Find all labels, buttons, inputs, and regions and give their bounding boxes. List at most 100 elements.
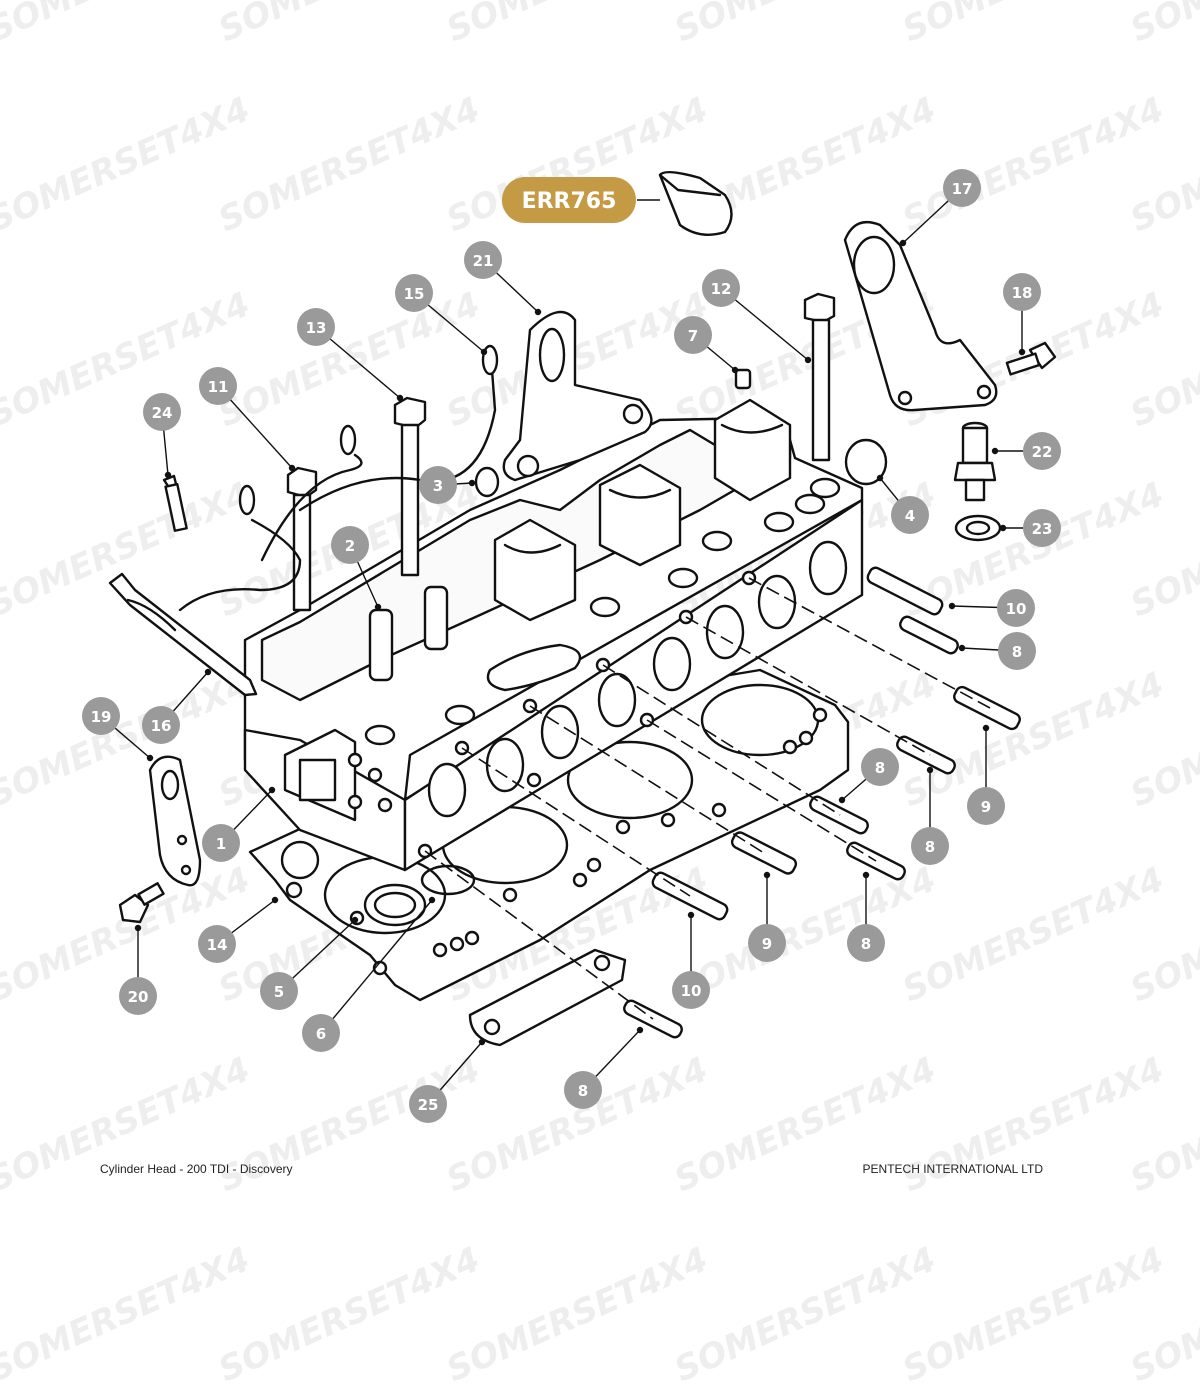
callout-23[interactable]: 23 <box>1023 509 1061 547</box>
callout-14[interactable]: 14 <box>198 925 236 963</box>
watermark-text: SOMERSET4X4 <box>897 664 1170 815</box>
leader-dot <box>991 447 999 455</box>
callout-8[interactable]: 8 <box>564 1071 602 1109</box>
callout-7[interactable]: 7 <box>674 316 712 354</box>
glow-plug-16 <box>108 572 258 697</box>
callout-11[interactable]: 11 <box>199 367 237 405</box>
callout-circle <box>702 269 740 307</box>
callout-13[interactable]: 13 <box>297 308 335 346</box>
callout-number: 12 <box>711 280 732 298</box>
callout-1[interactable]: 1 <box>202 824 240 862</box>
leader-dot <box>687 911 695 919</box>
watermark-text: SOMERSET4X4 <box>669 1049 942 1200</box>
callout-number: 13 <box>306 319 327 337</box>
callout-number: 8 <box>861 935 871 953</box>
callout-9[interactable]: 9 <box>967 787 1005 825</box>
terminal <box>238 484 256 516</box>
callout-circle <box>1003 273 1041 311</box>
watermark-text: SOMERSET4X4 <box>0 284 256 435</box>
valve-guide <box>423 585 449 651</box>
callout-circle <box>82 697 120 735</box>
callout-number: 8 <box>1012 643 1022 661</box>
callout-circle <box>409 1085 447 1123</box>
leader-dot <box>204 668 212 676</box>
bolt-18 <box>1005 341 1057 376</box>
watermark-text: SOMERSET4X4 <box>897 1049 1170 1200</box>
leader-dot <box>862 871 870 879</box>
callout-5[interactable]: 5 <box>260 972 298 1010</box>
watermark-text: SOMERSET4X4 <box>213 1239 486 1390</box>
callout-circle <box>395 274 433 312</box>
callout-circle <box>199 367 237 405</box>
watermark-text: SOMERSET4X4 <box>213 284 486 435</box>
leader-dot <box>374 603 382 611</box>
callout-number: 6 <box>316 1025 326 1043</box>
callout-15[interactable]: 15 <box>395 274 433 312</box>
watermark-text: SOMERSET4X4 <box>897 89 1170 240</box>
leader-dot <box>731 366 739 374</box>
dowel-7 <box>734 368 752 390</box>
callout-number: 8 <box>875 759 885 777</box>
leader-dot <box>271 896 279 904</box>
leader-dot <box>288 464 296 472</box>
callout-12[interactable]: 12 <box>702 269 740 307</box>
callout-circle <box>464 241 502 279</box>
watermark-text: SOMERSET4X4 <box>669 1239 942 1390</box>
callout-8[interactable]: 8 <box>847 924 885 962</box>
callout-9[interactable]: 9 <box>748 924 786 962</box>
callout-10[interactable]: 10 <box>672 971 710 1009</box>
leader-dot <box>948 602 956 610</box>
callout-18[interactable]: 18 <box>1003 273 1041 311</box>
callout-19[interactable]: 19 <box>82 697 120 735</box>
callout-4[interactable]: 4 <box>891 496 929 534</box>
terminal <box>339 424 357 456</box>
callout-25[interactable]: 25 <box>409 1085 447 1123</box>
washer-23-hole <box>965 520 991 536</box>
cylinder-head-block <box>243 398 864 872</box>
callout-number: 24 <box>152 404 173 422</box>
leader-dot <box>838 796 846 804</box>
callout-circle <box>748 924 786 962</box>
callout-number: 10 <box>1006 600 1027 618</box>
callout-24[interactable]: 24 <box>143 393 181 431</box>
leader-dot <box>351 916 359 924</box>
callout-17[interactable]: 17 <box>943 169 981 207</box>
callout-number: 3 <box>433 477 443 495</box>
callout-number: 2 <box>345 537 355 555</box>
callout-number: 7 <box>688 327 698 345</box>
callout-6[interactable]: 6 <box>302 1014 340 1052</box>
callout-circle <box>998 632 1036 670</box>
watermark-text: SOMERSET4X4 <box>441 1239 714 1390</box>
callout-circle <box>419 466 457 504</box>
adapter-22 <box>953 421 997 502</box>
callout-8[interactable]: 8 <box>911 827 949 865</box>
callout-number: 18 <box>1012 284 1033 302</box>
callout-number: 9 <box>762 935 772 953</box>
callout-circle <box>302 1014 340 1052</box>
callout-22[interactable]: 22 <box>1023 432 1061 470</box>
callout-3[interactable]: 3 <box>419 466 457 504</box>
part-number-badge[interactable]: ERR765 <box>502 177 660 223</box>
callout-8[interactable]: 8 <box>861 748 899 786</box>
callout-2[interactable]: 2 <box>331 526 369 564</box>
callout-number: 5 <box>274 983 284 1001</box>
leader-dot <box>876 474 884 482</box>
leader-dot <box>636 1026 644 1034</box>
leader-dot <box>1018 348 1026 356</box>
callout-20[interactable]: 20 <box>119 977 157 1015</box>
callout-circle <box>1023 509 1061 547</box>
callout-circle <box>847 924 885 962</box>
callout-circle <box>674 316 712 354</box>
callout-number: 10 <box>681 982 702 1000</box>
callout-8[interactable]: 8 <box>998 632 1036 670</box>
callout-16[interactable]: 16 <box>142 706 180 744</box>
callout-number: 9 <box>981 798 991 816</box>
callout-circle <box>891 496 929 534</box>
callout-number: 19 <box>91 708 112 726</box>
callout-number: 8 <box>578 1082 588 1100</box>
callout-10[interactable]: 10 <box>997 589 1035 627</box>
callout-21[interactable]: 21 <box>464 241 502 279</box>
callout-circle <box>331 526 369 564</box>
head-bolt-13 <box>393 396 427 577</box>
